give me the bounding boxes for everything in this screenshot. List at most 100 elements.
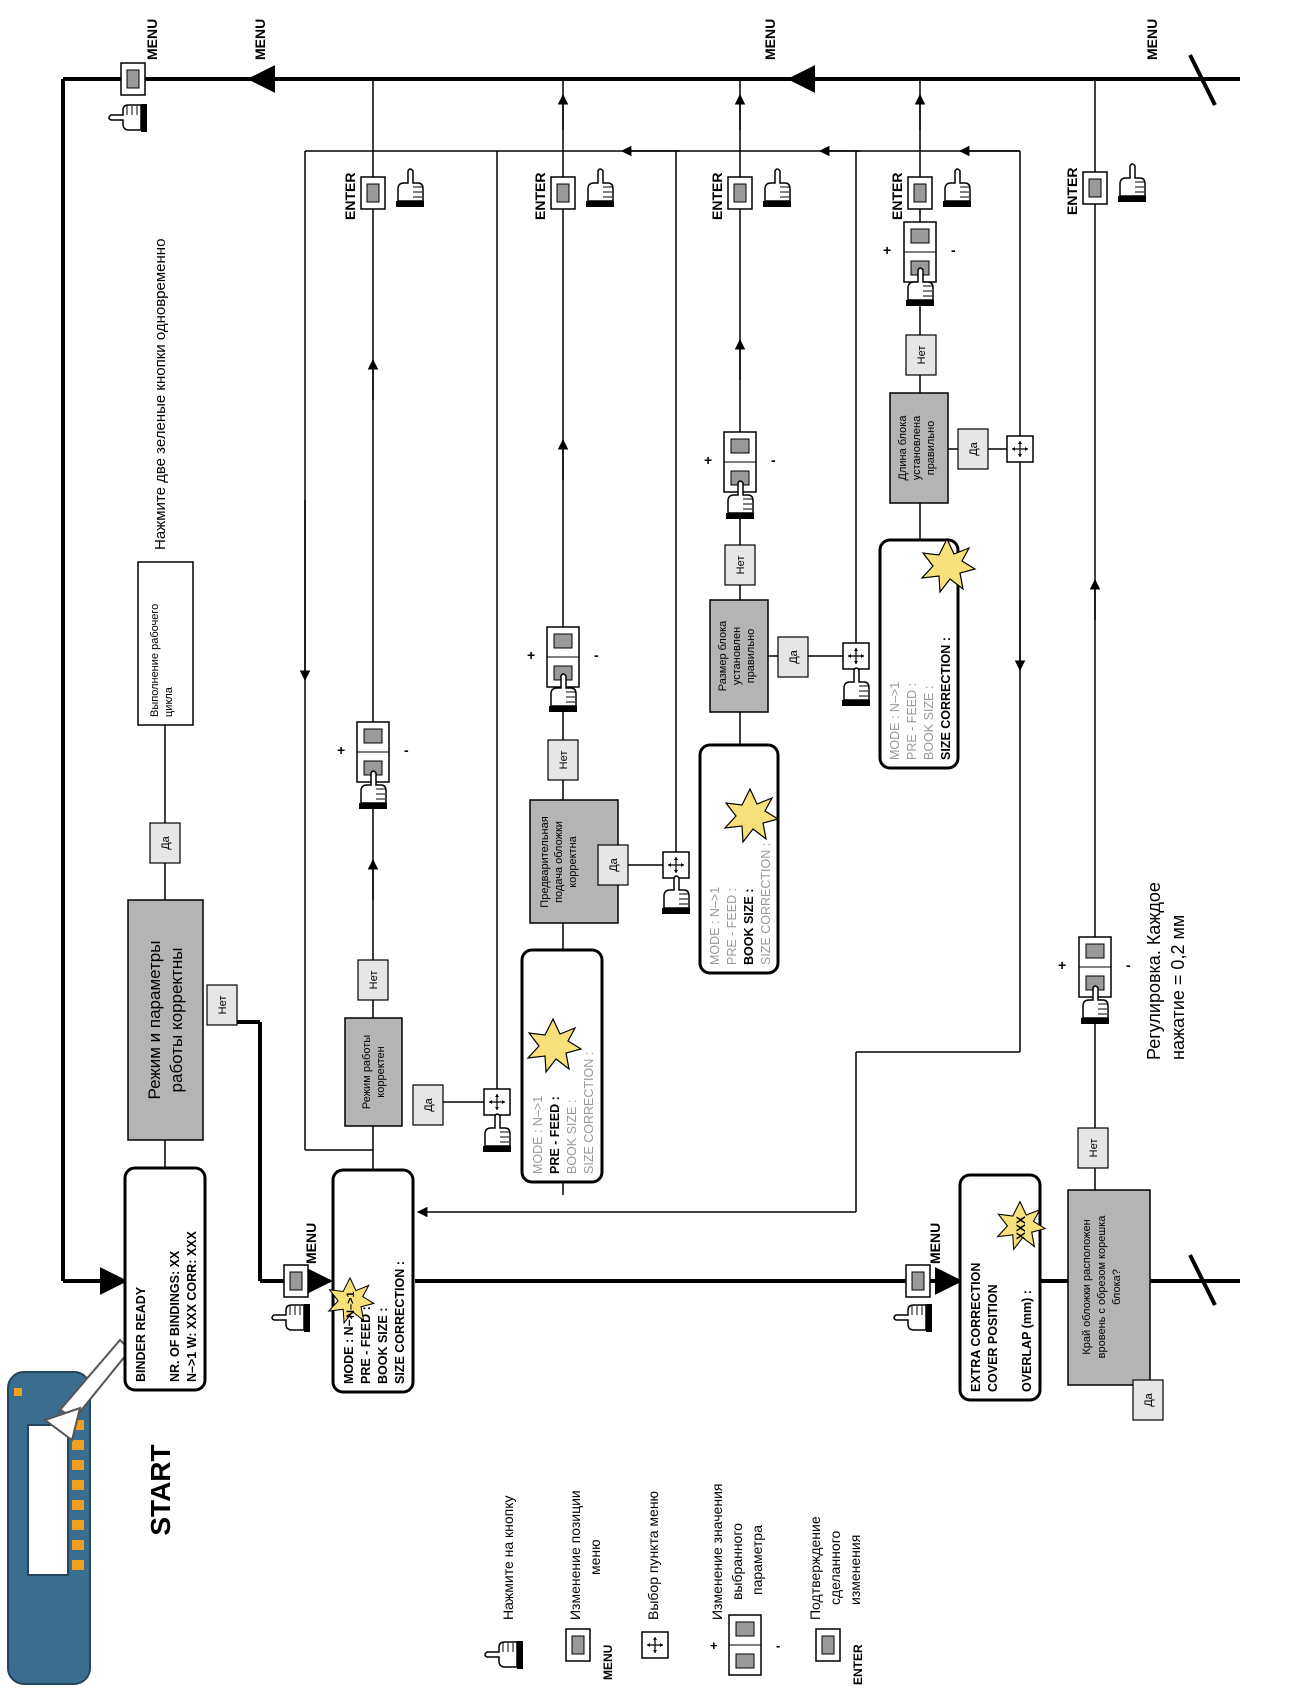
yes-mode: Да — [423, 1097, 435, 1111]
start-label: START — [145, 1444, 176, 1535]
hand-icon — [396, 169, 424, 207]
decision-size-line-3: правильно — [745, 629, 757, 684]
key-select-4[interactable] — [1007, 436, 1033, 462]
enter-key-icon — [816, 1629, 840, 1661]
lcd-menu-line-4: SIZE CORRECTION : — [393, 1261, 407, 1384]
lcd-sizecorr: MODE : N–>1 PRE - FEED : BOOK SIZE : SIZ… — [880, 539, 975, 768]
plus-label: + — [527, 647, 535, 663]
key-menu-top[interactable] — [121, 63, 145, 95]
no-cover: Нет — [1088, 1139, 1100, 1158]
lcd-booksize: MODE : N–>1 PRE - FEED : BOOK SIZE : SIZ… — [700, 745, 778, 973]
lcd-sizecorr-line-3: BOOK SIZE : — [922, 686, 936, 760]
cycle-box-line-1: Выполнение рабочего — [149, 604, 161, 717]
enter-label-5: ENTER — [1064, 168, 1080, 215]
menu-label-4: MENU — [1144, 19, 1160, 60]
key-select-1[interactable] — [484, 1089, 510, 1115]
legend-menu-pos-2: меню — [587, 1539, 603, 1575]
legend-confirm-3: изменения — [847, 1535, 863, 1605]
decision-size-line-2: установлен — [731, 627, 743, 685]
cycle-box: Выполнение рабочего цикла — [138, 562, 193, 725]
device-image — [8, 1340, 130, 1684]
lcd-ready-line-3: NR. OF BINDINGS: XX — [168, 1250, 182, 1382]
lcd-prefeed-line-1: MODE : N–>1 — [531, 1096, 545, 1174]
enter-label-4: ENTER — [889, 173, 905, 220]
key-select-3[interactable] — [843, 643, 869, 669]
adjust-note-1: Регулировка. Каждое — [1144, 882, 1164, 1060]
plus-label: + — [337, 742, 345, 758]
yes-main: Да — [160, 835, 172, 849]
lcd-extra: EXTRA CORRECTION COVER POSITION OVERLAP … — [960, 1175, 1045, 1400]
lcd-prefeed-line-2: PRE - FEED : — [548, 1096, 562, 1174]
decision-length-line-2: установлена — [911, 415, 923, 480]
legend-menu-label: MENU — [601, 1645, 615, 1680]
enter-label-3: ENTER — [709, 173, 725, 220]
enter-label-1: ENTER — [342, 173, 358, 220]
legend-select: Выбор пункта меню — [645, 1491, 661, 1620]
menu-label-5: MENU — [303, 1223, 319, 1264]
legend-change-2: выбранного — [729, 1523, 745, 1600]
legend-press: Нажмите на кнопку — [500, 1495, 516, 1620]
key-enter-5[interactable] — [1083, 172, 1107, 204]
decision-cover-line-3: блока? — [1111, 1269, 1123, 1305]
legend-plus: + — [710, 1638, 718, 1653]
lcd-booksize-line-3: BOOK SIZE : — [742, 889, 756, 965]
hand-icon — [662, 876, 690, 914]
lcd-cursor-label: N–>1 — [345, 1291, 357, 1318]
decision-prefeed-line-1: Предварительная — [539, 816, 551, 907]
decision-main-line-1: Режим и параметры — [145, 941, 164, 1100]
lcd-extra-line-1: EXTRA CORRECTION — [969, 1263, 983, 1392]
lcd-ready-line-4: N–>1 W: XXX CORR: XXX — [185, 1230, 199, 1382]
legend-change-1: Изменение значения — [709, 1484, 725, 1620]
lcd-value: XXX — [1014, 1216, 1028, 1240]
minus-label: - — [951, 242, 956, 258]
yes-length: Да — [968, 441, 980, 455]
no-mode: Нет — [368, 971, 380, 990]
minus-label: - — [1126, 957, 1131, 973]
legend-enter-label: ENTER — [851, 1644, 865, 1685]
decision-cover-line-1: Край обложки расположен — [1081, 1219, 1093, 1354]
decision-cover-line-2: вровень с обрезом корешка — [1096, 1215, 1108, 1359]
lcd-prefeed-line-3: BOOK SIZE : — [565, 1100, 579, 1174]
key-menu-left[interactable] — [284, 1265, 308, 1297]
hand-icon — [894, 1304, 932, 1332]
lcd-ready-line-1: BINDER READY — [134, 1286, 148, 1382]
yes-cover: Да — [1143, 1392, 1155, 1406]
top-note: Нажмите две зеленые кнопки одновременно — [152, 239, 169, 550]
lcd-booksize-line-4: SIZE CORRECTION : — [759, 843, 773, 965]
decision-prefeed-line-3: корректна — [567, 835, 579, 887]
key-enter-1[interactable] — [361, 177, 385, 209]
hand-icon — [485, 1641, 523, 1669]
plus-label: + — [883, 242, 891, 258]
key-enter-4[interactable] — [908, 177, 932, 209]
key-enter-3[interactable] — [728, 177, 752, 209]
hand-icon — [842, 668, 870, 706]
lcd-menu-main: MODE : N–>1 PRE - FEED : BOOK SIZE : SIZ… — [329, 1170, 413, 1392]
decision-length: Длина блока установлена правильно — [890, 393, 948, 503]
hand-icon — [483, 1114, 511, 1152]
lcd-sizecorr-line-4: SIZE CORRECTION : — [939, 637, 953, 760]
plus-label: + — [1058, 957, 1066, 973]
key-enter-2[interactable] — [551, 177, 575, 209]
menu-label-6: MENU — [927, 1223, 943, 1264]
adjust-note-2: нажатие = 0,2 мм — [1168, 915, 1188, 1060]
hand-icon — [586, 169, 614, 207]
legend-menu-pos-1: Изменение позиции — [567, 1490, 583, 1620]
decision-length-line-3: правильно — [925, 421, 937, 476]
select-key-icon — [642, 1632, 668, 1658]
hand-icon — [943, 169, 971, 207]
minus-label: - — [771, 452, 776, 468]
key-select-2[interactable] — [663, 852, 689, 878]
decision-size-line-1: Размер блока — [717, 620, 729, 691]
no-prefeed: Нет — [558, 751, 570, 770]
hand-icon — [272, 1304, 310, 1332]
key-menu-bottom[interactable] — [906, 1265, 930, 1297]
hand-icon — [1118, 164, 1146, 202]
plusminus-key-icon — [729, 1615, 761, 1675]
yes-prefeed: Да — [608, 857, 620, 871]
yes-size: Да — [788, 649, 800, 663]
lcd-prefeed-line-4: SIZE CORRECTION : — [582, 1052, 596, 1174]
legend-minus: - — [776, 1638, 780, 1653]
minus-label: - — [404, 742, 409, 758]
no-length: Нет — [916, 346, 928, 365]
